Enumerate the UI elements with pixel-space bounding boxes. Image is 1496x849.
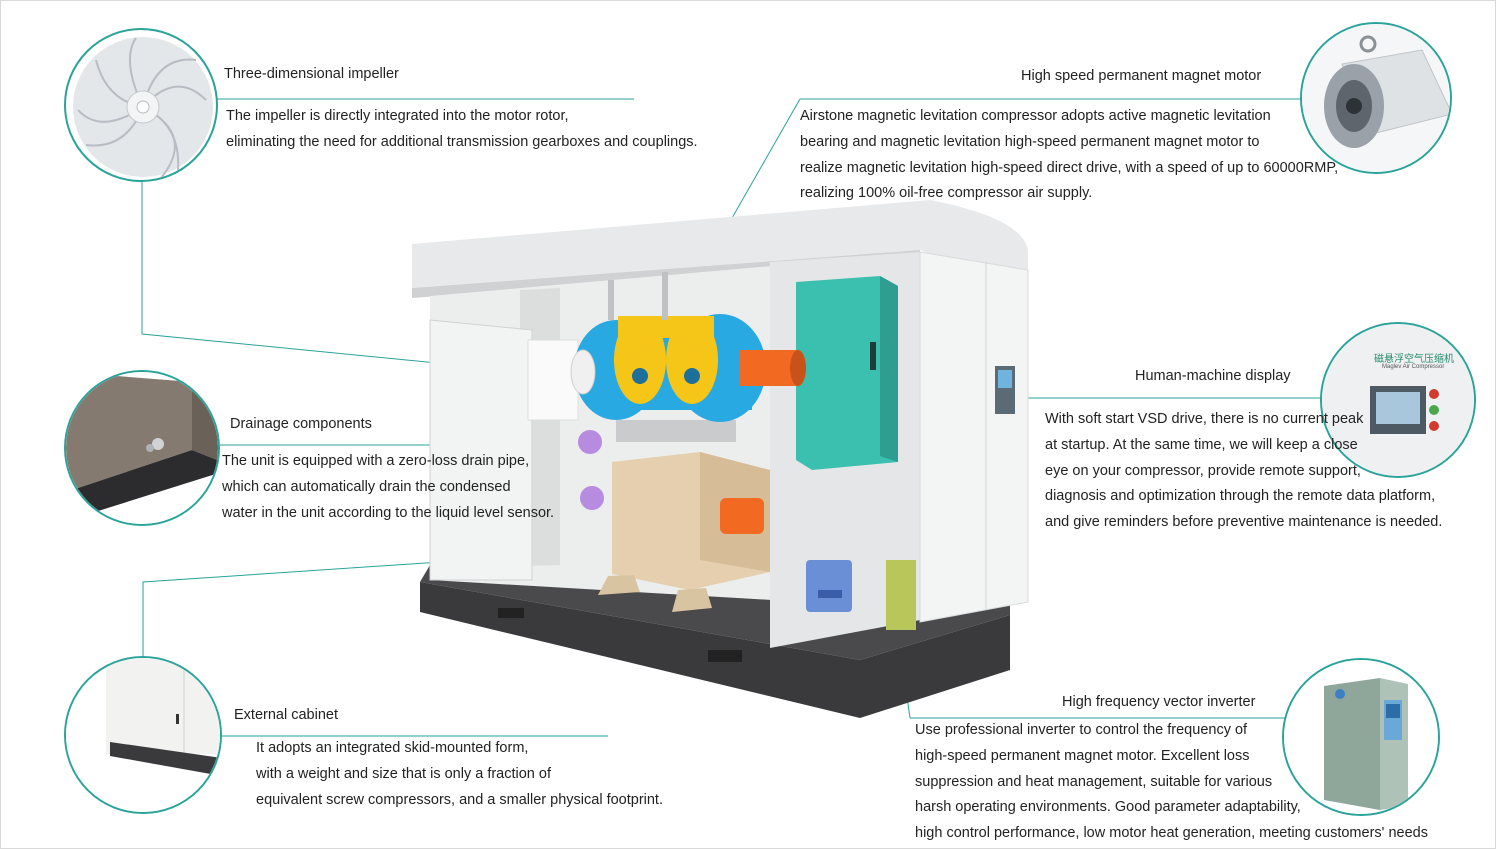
isolator-switch (806, 560, 852, 612)
cabinet-title: External cabinet (234, 707, 338, 723)
left-door (429, 319, 533, 581)
impeller-description: The impeller is directly integrated into… (226, 104, 698, 156)
pipe-elbow (720, 498, 764, 534)
purple-fitting (578, 430, 602, 454)
drainage-title: Drainage components (230, 416, 372, 432)
inverter-description: Use professional inverter to control the… (915, 718, 1428, 847)
fork-slot (708, 650, 742, 662)
electrical-box (796, 276, 898, 470)
top-pipe (608, 280, 614, 320)
cabinet-inset (64, 656, 222, 814)
inverter-icon (1284, 660, 1438, 814)
inverter-inset (1282, 658, 1440, 816)
display-inset: 磁悬浮空气压缩机 Maglev Air Compressor (1320, 322, 1476, 478)
motor-line: Airstone magnetic levitation compressor … (800, 108, 1271, 124)
foot (672, 588, 712, 612)
motor-description: Airstone magnetic levitation compressor … (800, 104, 1338, 207)
foot (598, 575, 640, 595)
drainage-inset (64, 370, 220, 526)
bolt (632, 368, 648, 384)
inlet-flange (570, 349, 596, 395)
isolator-handle (818, 590, 842, 598)
inverter-line: harsh operating environments. Good param… (915, 799, 1301, 816)
hmi-screen-glass (998, 370, 1012, 388)
drainage-line: The unit is equipped with a zero-loss dr… (222, 453, 530, 469)
flange-plate (527, 339, 579, 421)
hmi-icon (1322, 324, 1474, 476)
right-panel (919, 251, 1029, 623)
cabinet-line: It adopts an integrated skid-mounted for… (256, 740, 529, 756)
cabinet-description: It adopts an integrated skid-mounted for… (256, 736, 663, 813)
impeller-title: Three-dimensional impeller (224, 66, 399, 82)
drainage-line: water in the unit according to the liqui… (222, 504, 555, 521)
drainage-description: The unit is equipped with a zero-loss dr… (222, 449, 554, 526)
hmi-panel-sublabel: Maglev Air Compressor (1382, 364, 1445, 370)
display-line: eye on your compressor, provide remote s… (1045, 462, 1361, 479)
impeller-inset (64, 28, 218, 182)
display-title: Human-machine display (1135, 368, 1291, 384)
display-line: and give reminders before preventive mai… (1045, 514, 1443, 531)
roof (412, 200, 1028, 292)
electrical-box-side (880, 276, 898, 462)
drainage-line: which can automatically drain the conden… (222, 478, 511, 495)
cabinet-icon (66, 658, 220, 812)
display-line: diagnosis and optimization through the r… (1045, 488, 1436, 505)
outlet-pipe-end (790, 350, 806, 386)
drain-valve-icon (66, 372, 218, 524)
fork-slot (498, 608, 524, 618)
box-handle (870, 342, 876, 370)
cabinet-leader (142, 559, 471, 658)
support-frame (616, 420, 736, 442)
impeller-line: eliminating the need for additional tran… (226, 133, 698, 150)
bolt (684, 368, 700, 384)
inverter-line: high control performance, low motor heat… (915, 825, 1428, 842)
inverter-title: High frequency vector inverter (1062, 694, 1256, 710)
motor-line: realize magnetic levitation high-speed d… (800, 159, 1339, 176)
impeller-icon (73, 37, 213, 179)
inductor (886, 560, 916, 630)
motor-icon (1302, 24, 1450, 172)
motor-line: realizing 100% oil-free compressor air s… (800, 185, 1093, 202)
inverter-line: suppression and heat management, suitabl… (915, 773, 1273, 790)
top-pipe (662, 272, 668, 320)
display-description: With soft start VSD drive, there is no c… (1045, 407, 1442, 536)
stage-top (618, 316, 714, 338)
cabinet-line: equivalent screw compressors, and a smal… (256, 791, 663, 808)
hmi-panel-label: 磁悬浮空气压缩机 (1374, 354, 1454, 365)
motor-title: High speed permanent magnet motor (1021, 68, 1262, 84)
motor-line: bearing and magnetic levitation high-spe… (800, 133, 1260, 150)
outlet-pipe (740, 350, 798, 386)
motor-inset (1300, 22, 1452, 174)
impeller-line: The impeller is directly integrated into… (226, 108, 569, 124)
display-line: With soft start VSD drive, there is no c… (1045, 411, 1364, 427)
cabinet-line: with a weight and size that is only a fr… (256, 765, 551, 782)
purple-fitting (580, 486, 604, 510)
inverter-line: high-speed permanent magnet motor. Excel… (915, 747, 1250, 764)
display-line: at startup. At the same time, we will ke… (1045, 436, 1358, 453)
inverter-line: Use professional inverter to control the… (915, 722, 1248, 738)
